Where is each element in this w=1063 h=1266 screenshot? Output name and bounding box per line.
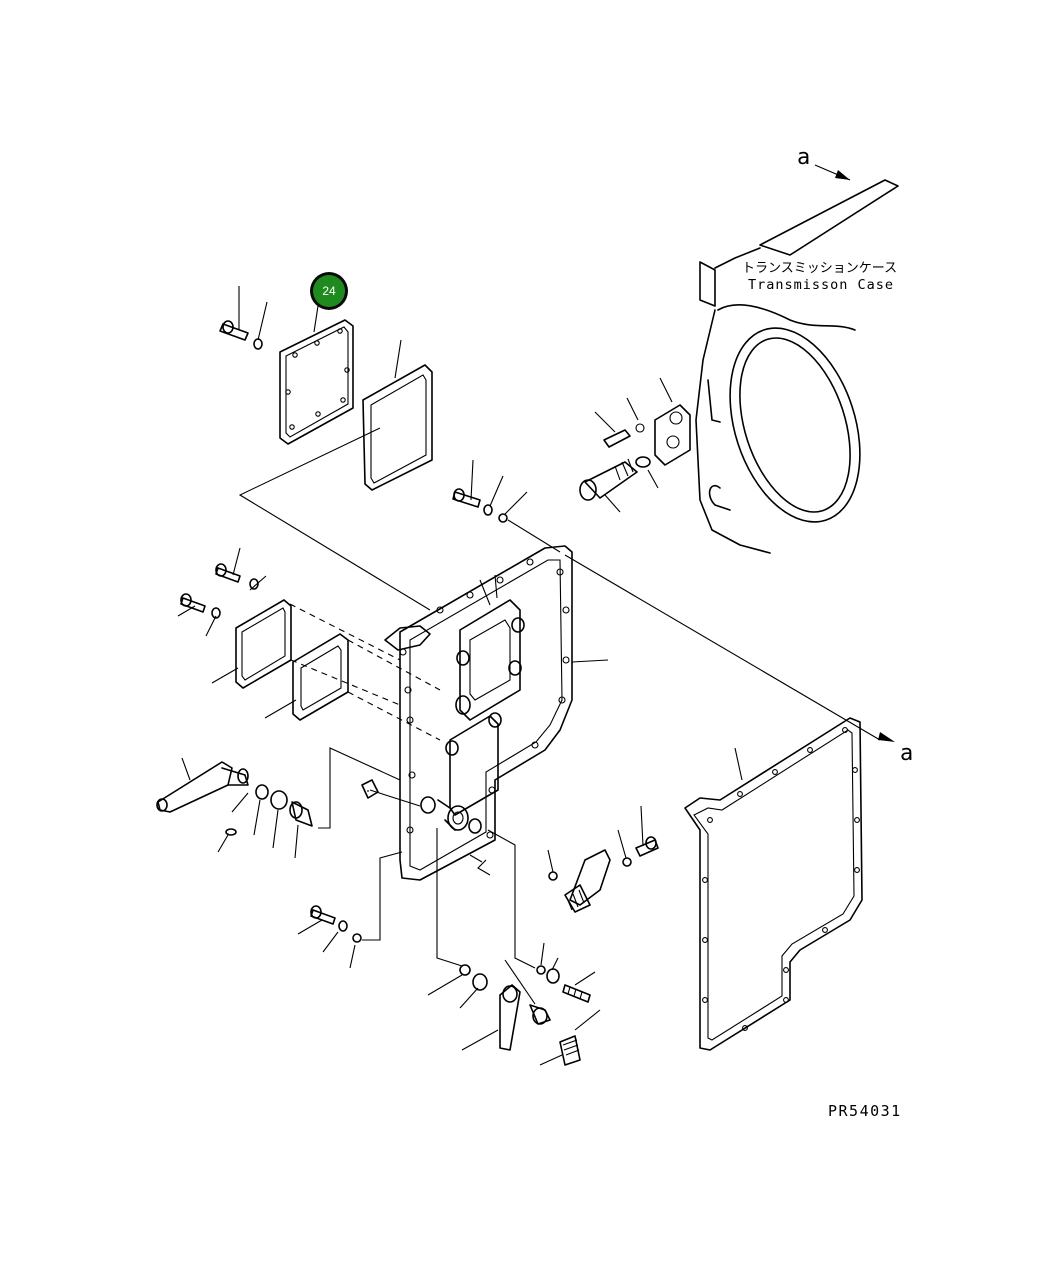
lever-left	[156, 757, 313, 859]
lever-lower	[427, 959, 601, 1066]
pin-center	[361, 779, 421, 807]
case-label-japanese: トランスミッションケース	[742, 261, 897, 276]
drawing-code: PR54031	[828, 1102, 902, 1120]
small-cover-left	[211, 599, 292, 689]
valve-assembly	[579, 377, 691, 513]
main-valve-housing	[384, 545, 609, 881]
large-gasket	[684, 717, 863, 1051]
reference-arrow-top: a	[797, 145, 851, 181]
arrow-top-label: a	[797, 145, 810, 170]
gasket-top	[362, 339, 433, 491]
bolt-nut-lower-right	[536, 942, 596, 1003]
callout-badge-24[interactable]: 24	[310, 272, 348, 310]
bolt-washer-lower-left	[297, 905, 362, 969]
bolt-washer-top	[219, 286, 268, 350]
arrow-right-label: a	[900, 741, 913, 766]
reference-arrow-right: a	[878, 732, 913, 766]
bolt-washer-left-1	[215, 547, 267, 591]
bolt-washer-middle	[452, 459, 528, 523]
bolt-washer-left-2	[177, 593, 221, 637]
callout-badge-number: 24	[322, 284, 336, 298]
transmission-case	[695, 179, 899, 554]
small-gasket-left	[264, 633, 349, 721]
cover-plate-24	[279, 305, 354, 445]
case-label-english: Transmisson Case	[748, 277, 894, 293]
lever-right	[547, 805, 659, 913]
